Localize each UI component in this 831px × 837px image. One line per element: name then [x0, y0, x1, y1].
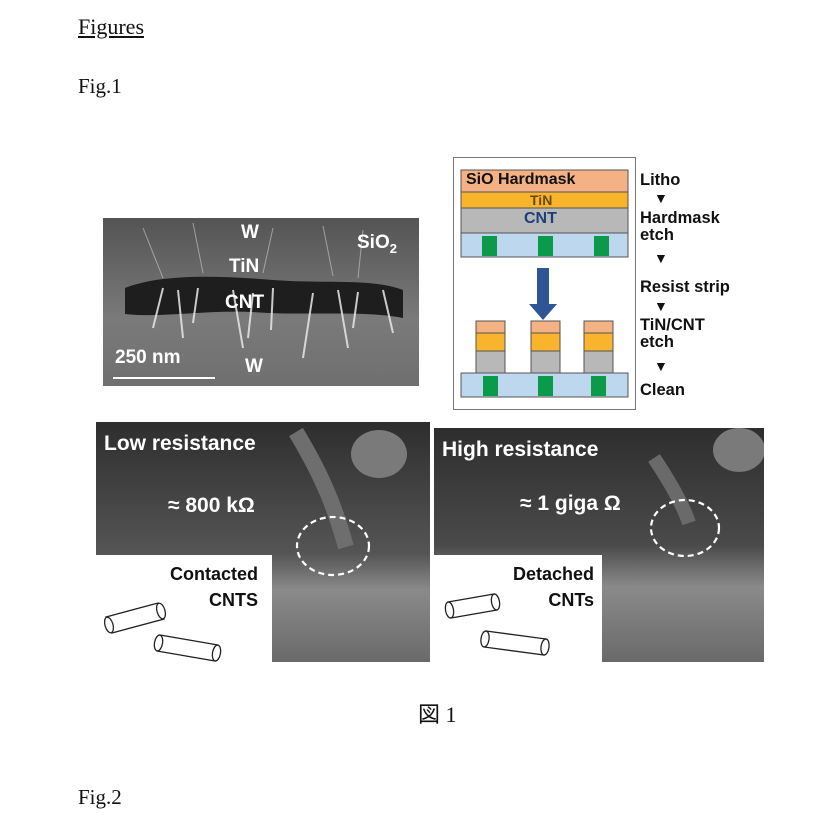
- cnts-label: CNTS: [209, 590, 258, 610]
- down-arrow-icon: ▼: [654, 298, 668, 314]
- figure-1-caption: 図 1: [418, 702, 457, 727]
- cnt-cylinders-icon: [444, 593, 550, 656]
- step-clean: Clean: [640, 381, 685, 399]
- sem-cnt-strands: [152, 287, 394, 359]
- via-bottom-1: [483, 376, 498, 396]
- contacted-cnts-inset: Contacted CNTS: [96, 555, 272, 662]
- label-tin: TiN: [229, 256, 260, 277]
- blob: [351, 430, 407, 478]
- strand: [289, 427, 354, 550]
- label-w-bottom: W: [245, 356, 263, 377]
- cnt-layer: [460, 207, 629, 234]
- via-top-3: [594, 236, 609, 256]
- down-arrow-icon: ▼: [654, 190, 668, 206]
- down-arrow-icon: ▼: [654, 358, 668, 374]
- pillar-2: [530, 320, 561, 374]
- label-cnt: CNT: [225, 292, 265, 313]
- low-resistance-title: Low resistance: [104, 432, 256, 455]
- hardmask-label: SiO Hardmask: [466, 171, 576, 188]
- fig1-label: Fig.1: [78, 74, 122, 98]
- sem-texture: [103, 218, 419, 386]
- via-top-1: [482, 236, 497, 256]
- label-w-top: W: [241, 222, 259, 243]
- figures-heading: Figures: [78, 14, 144, 39]
- high-resistance-value: ≈ 1 giga Ω: [520, 492, 621, 515]
- step-tin-cnt-etch: TiN/CNT etch: [640, 316, 705, 351]
- contacted-label: Contacted: [169, 564, 258, 584]
- via-top-2: [538, 236, 553, 256]
- process-flow-diagram: SiO Hardmask TiN CNT: [453, 157, 636, 410]
- via-bottom-3: [591, 376, 606, 396]
- low-resistance-value: ≈ 800 kΩ: [168, 494, 255, 517]
- via-bottom-2: [538, 376, 553, 396]
- pillar-3: [583, 320, 614, 374]
- tin-layer-label: TiN: [530, 192, 553, 208]
- process-flow-svg: [460, 169, 629, 398]
- strand: [648, 454, 696, 526]
- down-arrow-icon: ▼: [654, 250, 668, 266]
- pillar-1: [475, 320, 506, 374]
- detached-label: Detached: [512, 564, 594, 584]
- high-resistance-image: High resistance ≈ 1 giga Ω Detached CNTs: [434, 428, 764, 662]
- cnt-cylinders-icon: [103, 602, 222, 662]
- step-resist-strip: Resist strip: [640, 278, 730, 296]
- dashed-circle: [649, 498, 721, 558]
- detached-cnts-inset: Detached CNTs: [434, 555, 602, 662]
- sem-top-streaks: [142, 222, 364, 279]
- step-hardmask-etch: Hardmask etch: [640, 209, 720, 244]
- cnts-label: CNTs: [548, 590, 594, 610]
- scale-bar-label: 250 nm: [115, 347, 181, 368]
- step-litho: Litho: [640, 171, 681, 189]
- sem-cross-section: W SiO2 TiN CNT 250 nm W: [103, 218, 419, 386]
- blob: [713, 428, 764, 472]
- process-arrow-shaft: [537, 268, 549, 304]
- dashed-circle: [295, 515, 371, 577]
- high-resistance-title: High resistance: [442, 438, 599, 461]
- low-resistance-image: Low resistance ≈ 800 kΩ Contacted CNTS: [96, 422, 430, 662]
- process-arrow-head: [529, 304, 557, 320]
- fig2-label: Fig.2: [78, 785, 122, 809]
- label-sio2: SiO2: [357, 232, 397, 256]
- cnt-layer-label: CNT: [524, 210, 557, 227]
